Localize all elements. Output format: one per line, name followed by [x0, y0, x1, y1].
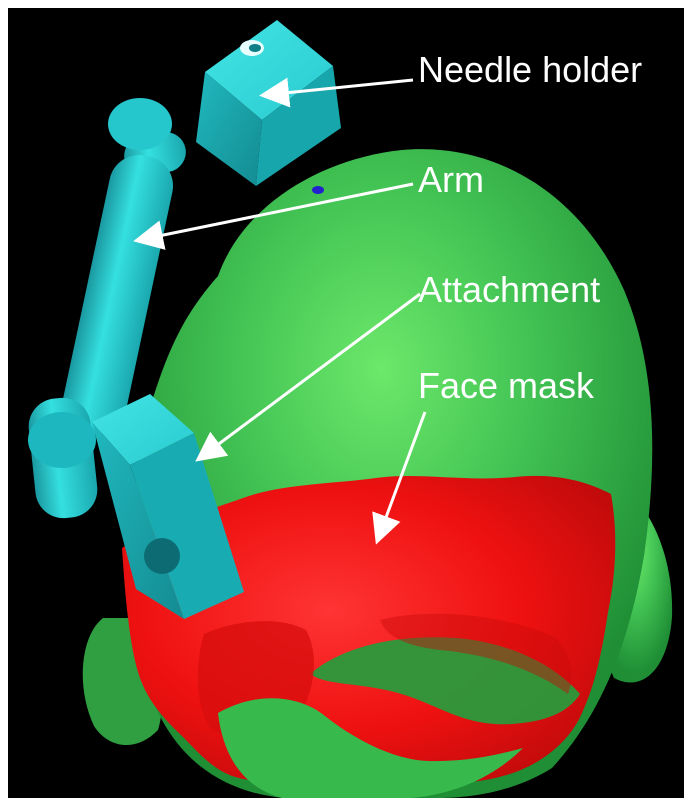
face-mask-label: Face mask — [418, 368, 594, 404]
arm-joint-bottom — [28, 412, 96, 468]
arm-joint-top — [108, 98, 172, 150]
attachment-label: Attachment — [418, 272, 600, 308]
attachment-hole — [144, 538, 180, 574]
needle-holder-block — [196, 20, 341, 186]
arm-label: Arm — [418, 162, 484, 198]
needle-holder-label: Needle holder — [418, 52, 642, 88]
render-frame: Needle holder Arm Attachment Face mask — [8, 8, 684, 798]
needle-holder-hole-inner — [249, 44, 261, 52]
marker-dot — [312, 186, 324, 194]
